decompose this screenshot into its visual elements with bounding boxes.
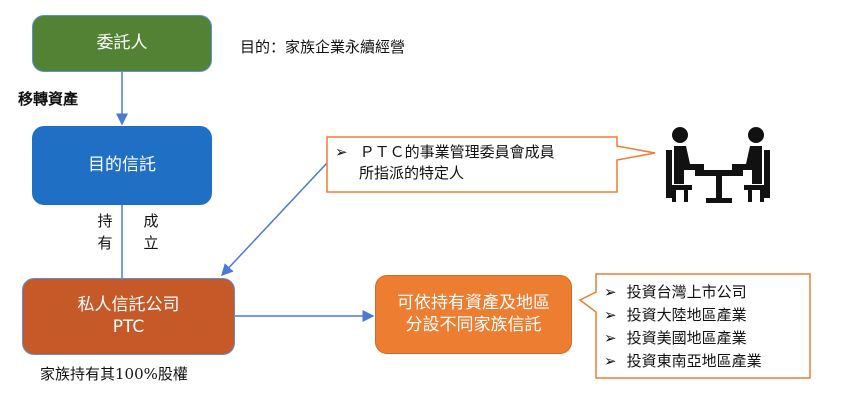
bullet-arrow-icon: ➢ bbox=[335, 143, 348, 161]
bullet-arrow-icon: ➢ bbox=[604, 329, 617, 347]
investment-item: 投資大陸地區產業 bbox=[626, 306, 747, 324]
committee-callout: ➢ ＰＴＣ的事業管理委員會成員 所指派的特定人 bbox=[335, 142, 555, 184]
bullet-arrow-icon: ➢ bbox=[604, 283, 617, 301]
list-item: ➢ 投資東南亞地區產業 bbox=[604, 350, 762, 373]
distribute-line1: 可依持有資產及地區 bbox=[397, 293, 550, 314]
ptc-line2: PTC bbox=[112, 316, 145, 337]
settlor-label: 委託人 bbox=[96, 32, 148, 53]
list-item: ➢ 投資台灣上市公司 bbox=[604, 281, 762, 304]
purpose-trust-label: 目的信託 bbox=[88, 154, 156, 175]
investments-callout-shape bbox=[578, 273, 811, 379]
distribute-line2: 分設不同家族信託 bbox=[405, 314, 542, 335]
hold-label: 持有 bbox=[97, 212, 113, 252]
ownership-label: 家族持有其100%股權 bbox=[40, 365, 188, 383]
bullet-arrow-icon: ➢ bbox=[604, 352, 617, 370]
committee-callout-shape bbox=[326, 136, 656, 193]
list-item: ➢ 投資美國地區產業 bbox=[604, 327, 762, 350]
two-people-at-table-icon bbox=[666, 127, 770, 203]
arrow-callout-to-ptc bbox=[220, 162, 328, 277]
investment-item: 投資美國地區產業 bbox=[626, 329, 747, 347]
investment-item: 投資東南亞地區產業 bbox=[626, 352, 762, 370]
ptc-line1: 私人信託公司 bbox=[77, 295, 180, 316]
investment-item: 投資台灣上市公司 bbox=[626, 283, 747, 301]
purpose-trust-box: 目的信託 bbox=[32, 126, 212, 205]
distribute-box: 可依持有資產及地區 分設不同家族信託 bbox=[375, 275, 572, 354]
transfer-assets-label: 移轉資產 bbox=[18, 90, 79, 108]
settlor-box: 委託人 bbox=[32, 15, 212, 72]
committee-line1: ＰＴＣ的事業管理委員會成員 bbox=[359, 143, 555, 161]
ptc-box: 私人信託公司 PTC bbox=[22, 278, 235, 355]
list-item: ➢ 投資大陸地區產業 bbox=[604, 304, 762, 327]
committee-line2: 所指派的特定人 bbox=[359, 164, 465, 182]
bullet-arrow-icon: ➢ bbox=[604, 306, 617, 324]
investments-list: ➢ 投資台灣上市公司 ➢ 投資大陸地區產業 ➢ 投資美國地區產業 ➢ 投資東南亞地區產業 bbox=[604, 281, 762, 373]
establish-label: 成立 bbox=[143, 212, 159, 252]
purpose-label: 目的：家族企業永續經營 bbox=[240, 38, 406, 56]
